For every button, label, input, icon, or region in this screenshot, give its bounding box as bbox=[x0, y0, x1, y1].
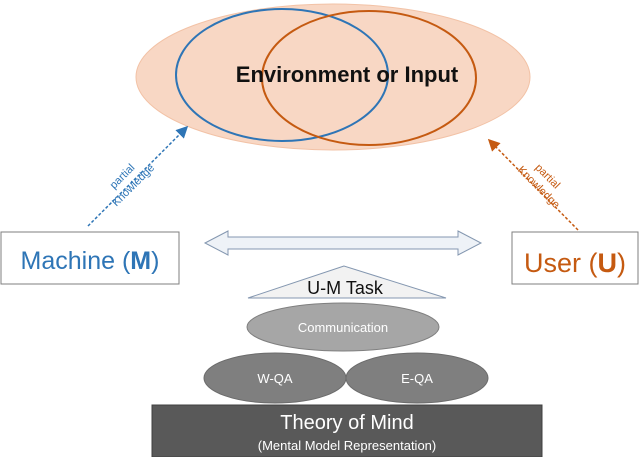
user-knowledge-arrow bbox=[487, 138, 579, 231]
user-label-close: ) bbox=[617, 248, 626, 278]
communication-label: Communication bbox=[298, 320, 388, 335]
wqa-label: W-QA bbox=[257, 371, 292, 386]
eqa-label: E-QA bbox=[401, 371, 433, 386]
machine-box bbox=[0, 231, 180, 285]
machine-label-name: Machine ( bbox=[21, 247, 131, 275]
machine-knowledge-text: partial Knowledge bbox=[100, 152, 157, 209]
machine-knowledge-arrow bbox=[87, 125, 189, 227]
user-box bbox=[511, 231, 639, 285]
machine-label-letter: M bbox=[130, 247, 151, 275]
theory-box bbox=[151, 404, 543, 457]
interaction-double-arrow bbox=[203, 230, 483, 256]
theory-subtitle: (Mental Model Representation) bbox=[258, 438, 436, 453]
task-label: U-M Task bbox=[307, 278, 384, 298]
machine-label-close: ) bbox=[151, 247, 159, 275]
theory-title: Theory of Mind bbox=[280, 412, 413, 434]
task-trapezoid bbox=[247, 265, 447, 299]
user-label-letter: U bbox=[598, 248, 618, 278]
environment-ellipse bbox=[135, 3, 531, 151]
machine-label: Machine (M) bbox=[21, 247, 160, 275]
user-knowledge-ellipse bbox=[261, 10, 477, 146]
communication-ellipse bbox=[246, 302, 440, 352]
user-knowledge-text: partial Knowledge bbox=[515, 154, 572, 211]
user-label-name: User ( bbox=[524, 248, 598, 278]
eqa-ellipse bbox=[345, 352, 489, 404]
machine-knowledge-ellipse bbox=[175, 8, 389, 142]
environment-label: Environment or Input bbox=[236, 62, 459, 87]
user-label: User (U) bbox=[524, 248, 626, 278]
